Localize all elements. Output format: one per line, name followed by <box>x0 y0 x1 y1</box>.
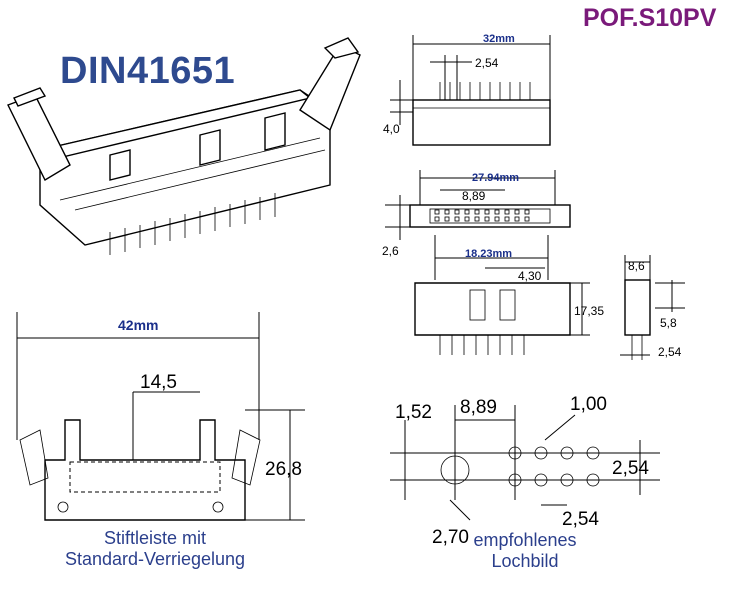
hole-offset-label: 1,52 <box>395 402 432 423</box>
hole-diameter-label: 1,00 <box>570 394 607 415</box>
front-view-large-drawing: 42mm 14,5 26,8 <box>16 312 305 521</box>
pin-height-label: 5,8 <box>660 316 677 330</box>
hole-grid <box>508 446 600 487</box>
mount-diameter-label: 2,70 <box>432 527 469 548</box>
front-view-caption-line-2: Standard-Verriegelung <box>64 549 246 569</box>
inner-width-label: 27.94mm <box>472 172 519 184</box>
front-view-caption-line-1: Stiftleiste mit <box>103 528 207 548</box>
hole-pattern-caption: empfohlenes Lochbild <box>440 530 610 572</box>
hole-pitch-vertical-label: 2,54 <box>612 458 649 479</box>
connector-standard-title: DIN41651 <box>60 50 236 92</box>
front-view-caption: Stiftleiste mit Standard-Verriegelung <box>40 528 270 570</box>
hole-pitch-horizontal-label: 2,54 <box>562 509 599 530</box>
connector-3d-illustration <box>7 37 361 255</box>
offset-label: 4,30 <box>518 269 542 283</box>
depth-label: 8,6 <box>628 259 645 273</box>
plan-view-drawing: 27.94mm 8,89 2,6 <box>382 170 571 258</box>
pin-pitch-label: 2,54 <box>658 345 682 359</box>
part-number: POF.S10PV <box>583 4 717 32</box>
body-height-label: 17,35 <box>574 304 604 318</box>
height-side-label: 4,0 <box>383 122 400 136</box>
hole-pattern-caption-line-1: empfohlenes <box>473 530 577 550</box>
hole-row-span-label: 8,89 <box>460 397 497 418</box>
connector-pins <box>109 193 276 255</box>
front-view-small-drawing: 18.23mm 4,30 17,35 8,6 5,8 2,54 <box>414 235 685 360</box>
thickness-label: 2,6 <box>382 244 399 258</box>
total-height-label: 26,8 <box>265 459 302 480</box>
inner-span-label: 18.23mm <box>465 248 512 260</box>
hole-pattern-caption-line-2: Lochbild <box>491 551 559 571</box>
hole-pattern-drawing: 1,52 8,89 1,00 2,54 2,54 2,70 <box>390 394 660 548</box>
lever-width-label: 42mm <box>118 317 158 333</box>
lock-width-label: 14,5 <box>140 372 177 393</box>
overall-width-label: 32mm <box>483 33 515 45</box>
row-span-label: 8,89 <box>462 189 486 203</box>
pitch-top-label: 2,54 <box>475 56 499 70</box>
top-view-drawing: 32mm 2,54 4,0 <box>383 33 551 146</box>
